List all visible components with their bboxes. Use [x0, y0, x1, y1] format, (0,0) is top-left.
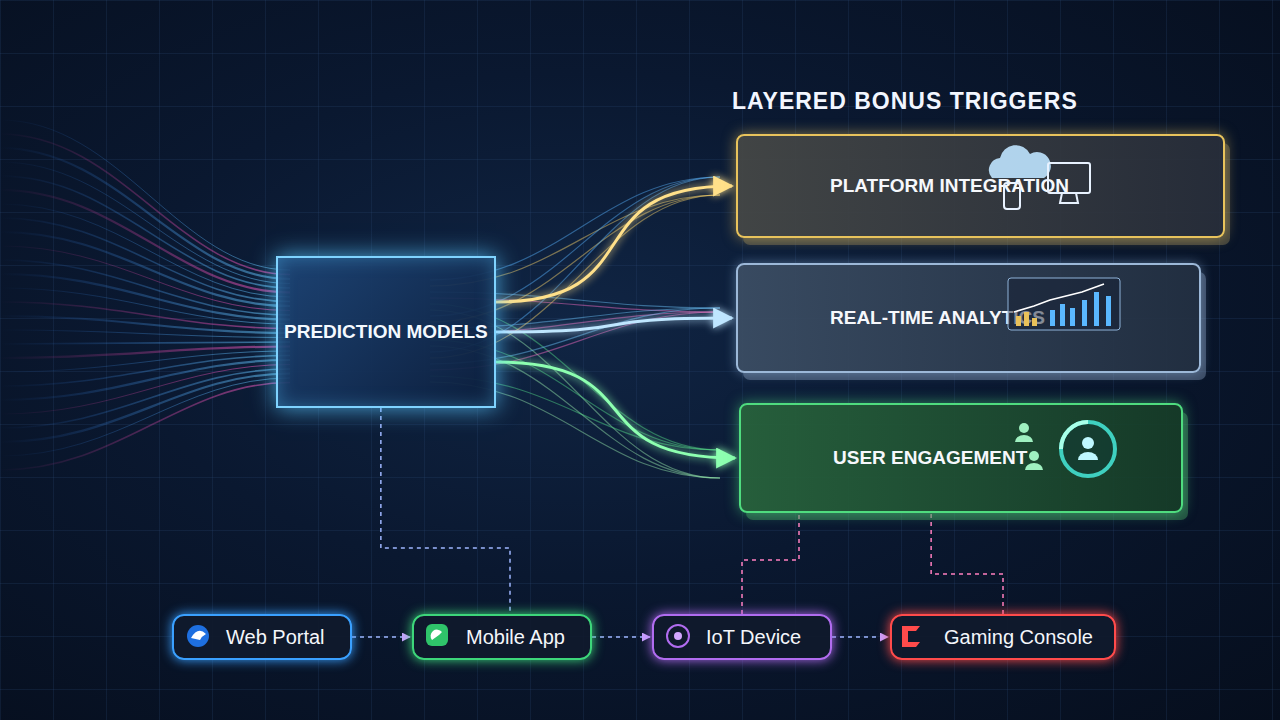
node-label: PLATFORM INTEGRATION [830, 174, 1069, 199]
connector [352, 636, 410, 638]
stream-line [0, 218, 290, 302]
trigger-panel: PLATFORM INTEGRATION [736, 134, 1225, 238]
stream-line [0, 378, 290, 456]
chart-icon [1008, 278, 1120, 330]
platform-pill: Web Portal [172, 614, 352, 660]
node-label: IoT Device [706, 626, 801, 649]
connector [832, 636, 888, 638]
stream-line [0, 383, 290, 471]
stream-line [0, 342, 290, 344]
connector [496, 186, 732, 302]
platform-pill: IoT Device [652, 614, 832, 660]
connector [496, 362, 735, 458]
stream-line [0, 360, 290, 400]
data-streams [0, 120, 720, 478]
stream-line [0, 260, 290, 315]
stream-line [0, 246, 290, 311]
diagram-title: LAYERED BONUS TRIGGERS [732, 88, 1078, 115]
connector [592, 636, 650, 638]
node-label: Gaming Console [944, 626, 1093, 649]
stream-line [0, 374, 290, 443]
stream-line [0, 288, 290, 324]
stream-line [0, 204, 290, 297]
platform-pill: Gaming Console [890, 614, 1116, 660]
connector [742, 513, 799, 614]
trigger-panel: USER ENGAGEMENT [739, 403, 1183, 513]
connector [931, 513, 1003, 614]
trigger-panel: REAL-TIME ANALYTICS [736, 263, 1201, 373]
platform-icons [187, 624, 920, 647]
prediction-cube: PREDICTION MODELS [276, 256, 496, 408]
node-label: Mobile App [466, 626, 565, 649]
node-label: USER ENGAGEMENT [833, 446, 1027, 471]
platform-pill: Mobile App [412, 614, 592, 660]
stream-line [0, 162, 290, 284]
cloud-device-icon [989, 145, 1090, 209]
stream-line [0, 330, 290, 338]
users-icon [1015, 422, 1115, 476]
node-label: Web Portal [226, 626, 325, 649]
node-label: REAL-TIME ANALYTICS [830, 306, 1045, 331]
stream-line [0, 274, 290, 320]
connector [496, 318, 732, 332]
connector [381, 408, 510, 614]
node-label: PREDICTION MODELS [280, 316, 492, 349]
stream-line [0, 176, 290, 288]
